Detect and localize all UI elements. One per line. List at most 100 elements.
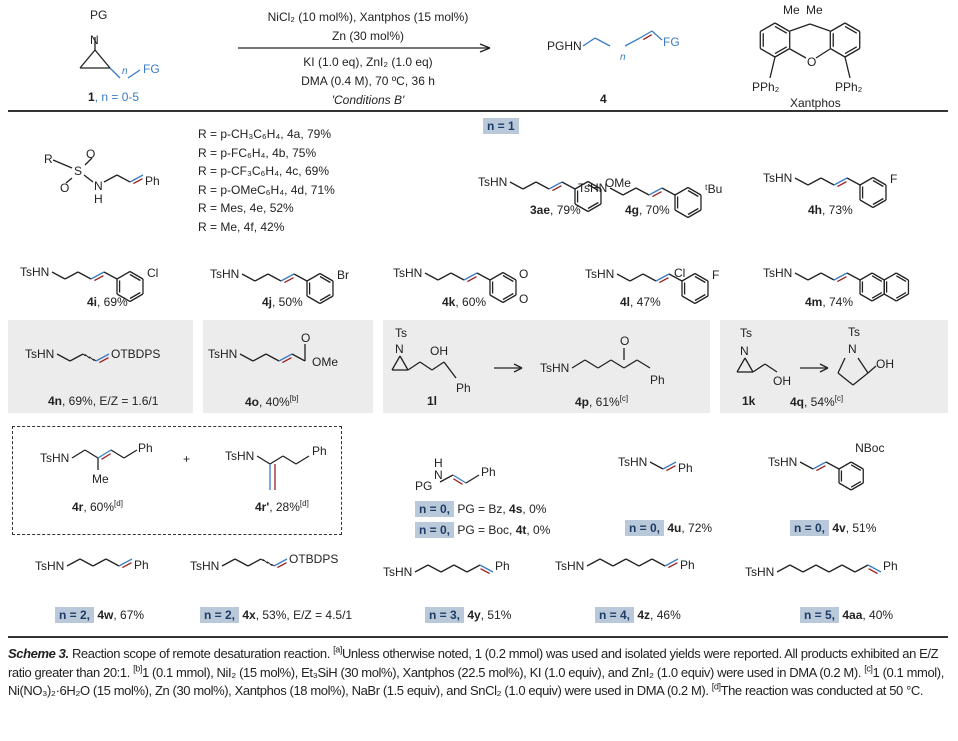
bond bbox=[69, 353, 84, 362]
atom-label: OH bbox=[773, 374, 791, 388]
bond bbox=[123, 449, 138, 459]
r-item: R = p-FC₆H₄, 4b, 75% bbox=[198, 145, 317, 160]
compound-id: 4i bbox=[87, 295, 98, 309]
condition-line: Zn (30 mol%) bbox=[331, 29, 405, 43]
atom-label: OH bbox=[430, 344, 448, 358]
ring-double-bond bbox=[687, 207, 699, 216]
ring-double-bond bbox=[895, 275, 907, 282]
bond bbox=[424, 272, 439, 281]
atom-label: TsHN bbox=[745, 565, 774, 579]
compound-yield: , 69% bbox=[97, 295, 128, 309]
bond bbox=[582, 37, 596, 47]
atom-label: O bbox=[60, 181, 69, 195]
bond bbox=[293, 273, 308, 282]
atom-label: R bbox=[44, 152, 53, 166]
atom-label: O bbox=[301, 331, 310, 345]
bond bbox=[241, 273, 256, 282]
atom-label: + bbox=[183, 452, 190, 466]
r-item: R = p-OMeC₆H₄, 4d, 71% bbox=[198, 182, 335, 197]
bond bbox=[622, 187, 637, 196]
r-item: R = p-CH₃C₆H₄, 4a, 79% bbox=[198, 127, 332, 141]
ring-bond bbox=[872, 176, 887, 186]
ring-bond bbox=[859, 272, 873, 281]
compound-id: 4aa bbox=[842, 608, 863, 622]
double-bond bbox=[639, 30, 653, 39]
ring-bond bbox=[681, 272, 696, 282]
atom-label: TsHN bbox=[190, 559, 219, 573]
double-bond bbox=[480, 568, 490, 575]
ligand-me: Me bbox=[783, 3, 800, 17]
pg-text: PG = Boc, bbox=[457, 523, 516, 537]
compound-yield: , 40% bbox=[259, 395, 290, 409]
bond bbox=[809, 23, 831, 32]
bond bbox=[844, 56, 851, 79]
ligand-pph2: PPh₂ bbox=[835, 80, 863, 94]
compound-id: 4r bbox=[72, 500, 84, 514]
naphthalene-ring bbox=[883, 293, 897, 302]
xanthene-ring bbox=[759, 47, 776, 58]
ring-bond bbox=[694, 272, 709, 282]
bond bbox=[794, 272, 809, 281]
dashed-box-4r bbox=[12, 426, 342, 535]
ring-double-bond bbox=[774, 25, 788, 34]
ring-double-bond bbox=[129, 291, 141, 300]
compound-label-p4s: n = 0, PG = Bz, 4s, 0% bbox=[415, 501, 546, 517]
ring-bond bbox=[489, 294, 504, 304]
atom-label: Ph bbox=[680, 558, 695, 572]
double-bond bbox=[659, 277, 669, 284]
product-fg: FG bbox=[663, 35, 680, 49]
bond bbox=[479, 43, 491, 49]
compound-yield: , 50% bbox=[272, 295, 303, 309]
bond bbox=[635, 187, 650, 196]
compound-yield: , 47% bbox=[630, 295, 661, 309]
ring-bond bbox=[306, 295, 321, 305]
compound-yield: , 51% bbox=[480, 608, 512, 622]
badge-n0: n = 0, bbox=[415, 501, 455, 517]
atom-label: H bbox=[94, 192, 103, 206]
compound-yield: , 79% bbox=[550, 203, 581, 217]
bond bbox=[513, 363, 523, 369]
double-bond bbox=[94, 275, 104, 282]
ring-bond bbox=[871, 293, 885, 302]
bond bbox=[103, 174, 118, 183]
bond bbox=[66, 558, 81, 567]
bond bbox=[427, 564, 442, 573]
compound-yield: , 74% bbox=[822, 295, 854, 309]
atom-label: Ph bbox=[456, 381, 471, 395]
footnote-ref: [d] bbox=[114, 499, 123, 508]
bond bbox=[110, 449, 125, 459]
compound-id: 4n bbox=[48, 394, 63, 408]
xanthene-ring bbox=[774, 47, 791, 58]
atom-label: O bbox=[519, 292, 528, 306]
compound-yield: , 67% bbox=[113, 608, 145, 622]
bond bbox=[419, 361, 433, 371]
bond bbox=[465, 474, 480, 484]
badge-n5: n = 5, bbox=[800, 607, 840, 623]
double-bond bbox=[97, 449, 112, 459]
compound-id: 4s bbox=[509, 502, 523, 516]
compound-label-p4q: 4q, 54%[c] bbox=[790, 394, 843, 409]
double-bond bbox=[816, 465, 826, 472]
bond bbox=[116, 174, 131, 183]
footnote-ref: [b] bbox=[289, 394, 299, 403]
bond bbox=[744, 357, 754, 373]
bond bbox=[599, 558, 614, 567]
double-bond bbox=[666, 465, 676, 472]
ligand-me: Me bbox=[806, 3, 823, 17]
caption: Scheme 3. Reaction scope of remote desat… bbox=[8, 645, 953, 701]
badge-n0: n = 0, bbox=[415, 522, 455, 538]
double-bond bbox=[837, 181, 847, 188]
bond bbox=[265, 353, 280, 362]
bond bbox=[807, 177, 822, 186]
double-bond bbox=[280, 273, 295, 282]
compound-id: 4z bbox=[637, 608, 651, 622]
bond bbox=[79, 49, 96, 69]
compound-label-p4w: n = 2, 4w, 67% bbox=[55, 607, 145, 623]
ring-double-bond bbox=[844, 46, 858, 55]
ring-bond bbox=[838, 482, 852, 491]
footnote-c-text: 1 (0.1 mmol), Ni(NO₃)₂·6H₂O (15 mol%), Z… bbox=[8, 664, 944, 699]
compound-id: 4p bbox=[575, 395, 590, 409]
bond bbox=[109, 67, 121, 79]
bond bbox=[819, 367, 829, 373]
